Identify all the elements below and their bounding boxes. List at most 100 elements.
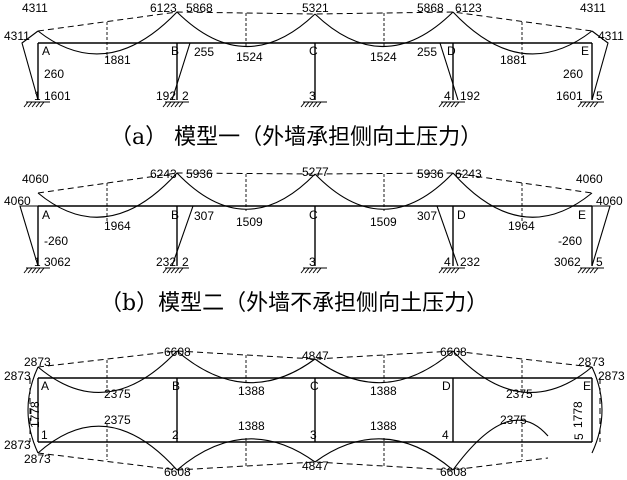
panel-b-span-moment: 1509 <box>370 215 397 229</box>
panel-c-top-moment: 2873 <box>578 355 605 369</box>
support-hatch <box>316 101 322 108</box>
panel-b-end-moment: 4060 <box>596 194 623 208</box>
panel-b-closing-line <box>37 172 593 194</box>
panel-a-node-label: E <box>581 44 589 58</box>
panel-b-base-label: 4 <box>444 255 451 269</box>
panel-a-support-moment: 5321 <box>302 1 329 15</box>
panel-a-support-moment: 4311 <box>22 1 48 15</box>
panel-c-top-closing-line <box>37 350 593 368</box>
panel-b-node-label: B <box>171 208 179 222</box>
panel-c-bottom-span-moment: 1388 <box>370 419 397 433</box>
panel-c-top-span-moment: 1388 <box>370 384 397 398</box>
panel-b-span-moment: 1509 <box>236 215 263 229</box>
panel-c-labels: 2873 6608 4847 6608 2873 2873 2873 2375 … <box>4 345 625 479</box>
panel-b-node-label: A <box>42 208 50 222</box>
support-hatch <box>454 267 460 274</box>
support-hatch <box>23 101 29 108</box>
panel-b-span4-curve <box>452 172 593 218</box>
panel-c-node-label: C <box>310 379 319 393</box>
panel-b-column-e-curve <box>591 205 611 267</box>
panel-a-caption: （a） 模型一（外墙承担侧向土压力） <box>110 125 482 150</box>
support-hatch <box>585 101 591 108</box>
panel-a-base-moment: 1601 <box>44 89 71 103</box>
panel-a-column-moment: 260 <box>563 67 583 81</box>
panel-c-bottom-moment: 6608 <box>164 465 191 479</box>
panel-c-top-end-moment: 2873 <box>4 369 31 383</box>
panel-c-bottom-span1-curve <box>37 425 178 471</box>
support-hatch <box>35 101 41 108</box>
support-hatch <box>450 101 456 108</box>
support-hatch <box>170 267 176 274</box>
panel-a-support-moment: 4311 <box>580 1 606 15</box>
panel-a-column-moment: 255 <box>194 45 214 59</box>
support-hatch <box>593 101 599 108</box>
panel-c-bottom-moment: 2873 <box>24 452 51 466</box>
panel-b-column-moment: -260 <box>558 234 582 248</box>
support-hatch <box>39 267 45 274</box>
panel-b-frame <box>37 205 593 266</box>
panel-a-end-moment: 4311 <box>598 29 624 43</box>
panel-c-bottom-span4-curve <box>452 419 549 471</box>
panel-c-bottom-end-moment: 2873 <box>4 438 31 452</box>
panel-b-node-label: D <box>457 208 466 222</box>
panel-a-span3-curve <box>314 11 454 48</box>
panel-a-span-moment: 1881 <box>104 53 131 67</box>
support-hatch <box>589 267 595 274</box>
support-hatch <box>162 267 168 274</box>
panel-a-base-moment: 192 <box>460 89 480 103</box>
support-hatch <box>446 267 452 274</box>
support-hatch <box>577 267 583 274</box>
panel-b-support-moment: 5936 <box>186 167 213 181</box>
support-hatch <box>442 101 448 108</box>
panel-a-column-b-curve <box>171 42 191 101</box>
panel-b-span1-curve <box>37 172 178 218</box>
panel-c-base-label: 1 <box>41 428 48 442</box>
panel-c-right-wall-curve <box>591 366 603 454</box>
panel-c-base-label: 4 <box>442 428 449 442</box>
panel-b-base-label: 5 <box>596 255 603 269</box>
panel-a-base-label: 3 <box>309 89 316 103</box>
support-hatch <box>35 267 41 274</box>
support-hatch <box>308 101 314 108</box>
support-hatch <box>581 101 587 108</box>
support-hatch <box>31 267 37 274</box>
support-hatch <box>166 101 172 108</box>
panel-c-base-label: 3 <box>310 428 317 442</box>
panel-a-base-label: 4 <box>444 89 451 103</box>
panel-a-column-a-curve <box>21 30 39 101</box>
panel-a-column-d-curve <box>439 42 459 101</box>
panel-b-span-moment: 1964 <box>104 219 131 233</box>
panel-a-span1-curve <box>37 11 178 55</box>
panel-c-top-span-moment: 2375 <box>104 387 131 401</box>
panel-c-wall-moment: 1778 <box>28 401 42 428</box>
panel-a-span4-curve <box>452 11 593 55</box>
support-hatch <box>312 267 318 274</box>
panel-b-base-moment: 232 <box>460 255 480 269</box>
panel-b-support-moment: 4060 <box>22 172 49 186</box>
panel-c-node-label: D <box>442 379 451 393</box>
panel-b-column-b-curve <box>171 205 194 267</box>
support-hatch <box>23 267 29 274</box>
panel-c-bottom-moment: 6608 <box>440 465 467 479</box>
panel-c-top-moment: 4847 <box>302 349 329 363</box>
panel-b-support-moment: 5936 <box>417 167 444 181</box>
panel-a-end-moment: 4311 <box>4 29 30 43</box>
panel-a-base-moment: 192 <box>156 89 176 103</box>
panel-a-support-moment: 6123 <box>455 1 482 15</box>
panel-b-support-moment: 6243 <box>455 167 482 181</box>
panel-a-base-label: 2 <box>182 89 189 103</box>
panel-a-span-moment: 1524 <box>370 50 397 64</box>
panel-b-column-moment: -260 <box>44 234 68 248</box>
panel-a-node-label: C <box>309 44 318 58</box>
panel-c-node-label: A <box>41 379 49 393</box>
panel-b-support-moment: 6243 <box>150 167 177 181</box>
panel-b-base-label: 2 <box>182 255 189 269</box>
support-hatch <box>577 101 583 108</box>
panel-b-support-moment: 4060 <box>576 172 603 186</box>
panel-b-base-moment: 3062 <box>44 255 71 269</box>
support-hatch <box>304 101 310 108</box>
panel-a-base-moment: 1601 <box>556 89 583 103</box>
support-hatch <box>166 267 172 274</box>
support-hatch <box>585 267 591 274</box>
